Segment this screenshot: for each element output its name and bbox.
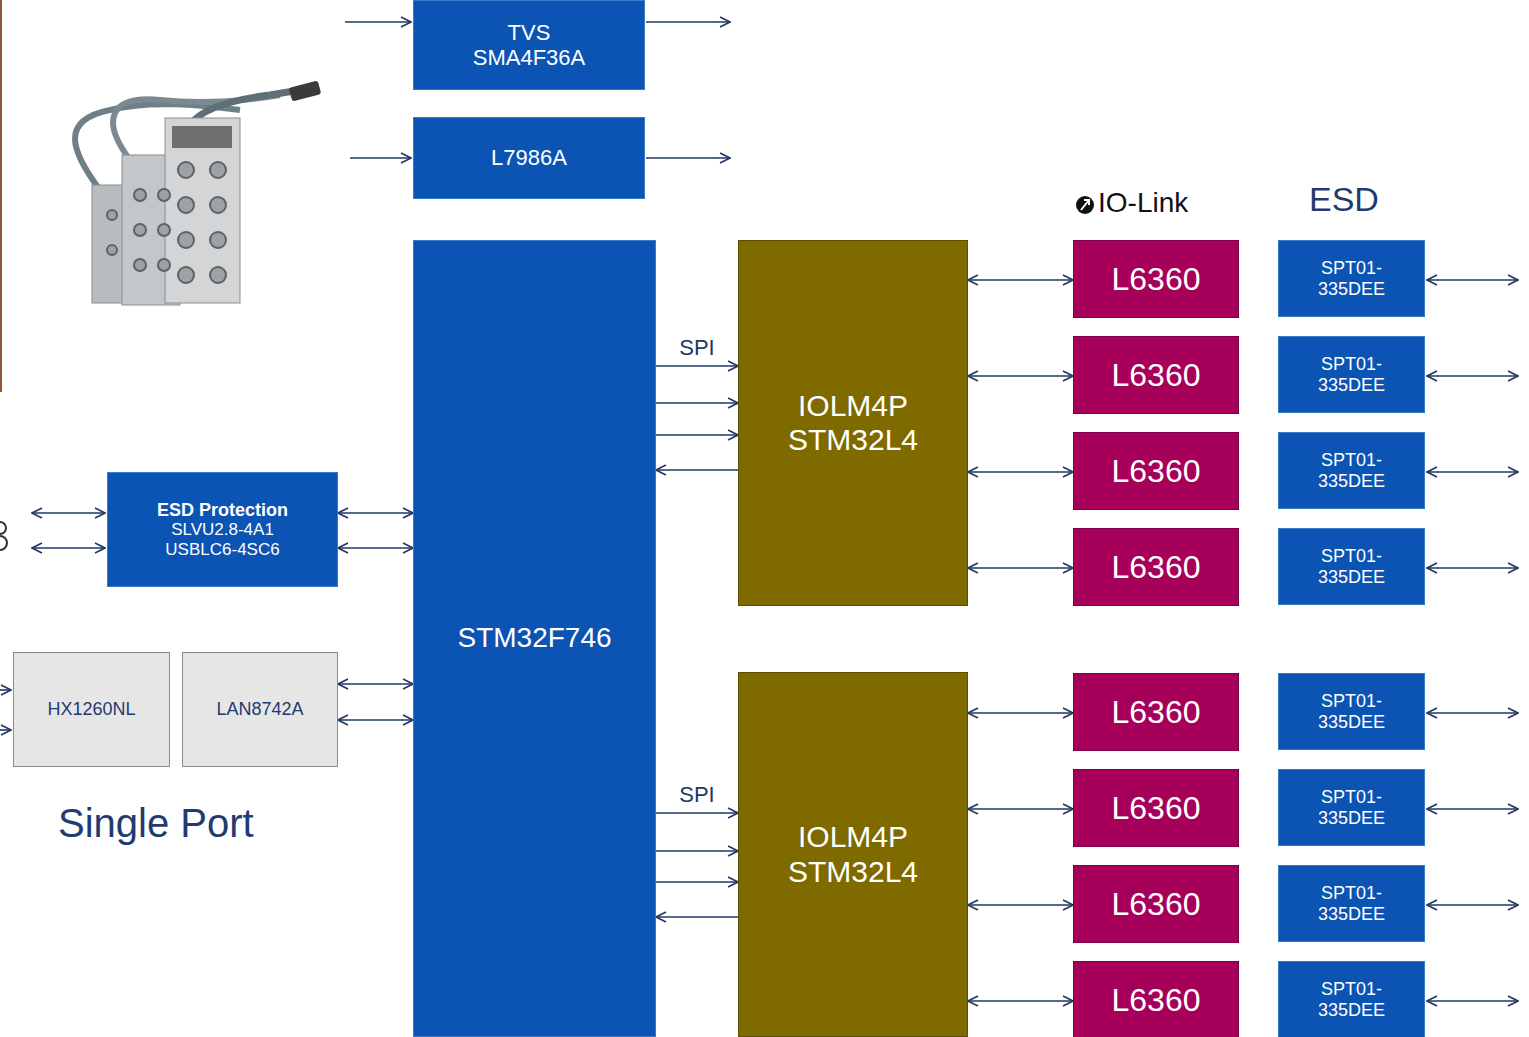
usb-arrow [32,547,105,549]
signal-arrow [338,547,413,549]
output-arrow [646,21,730,23]
esd-diode-box: SPT01-335DEE [1278,432,1425,509]
node-detail: USBLC6-4SC6 [165,540,279,560]
iolink-master-box: IOLM4P STM32L4 [738,672,968,1037]
signal-arrow [968,808,1073,810]
signal-arrow [968,279,1073,281]
usb-arrow [32,512,105,514]
logo-text: IO-Link [1098,187,1188,219]
signal-arrow [968,904,1073,906]
node-title: L6360 [1112,357,1201,394]
port-arrow [1427,279,1518,281]
transceiver-box: L6360 [1073,240,1239,318]
signal-arrow [656,469,738,471]
signal-arrow [968,471,1073,473]
node-title: SPT01-335DEE [1307,883,1397,924]
ethernet-arrow [0,689,11,691]
node-detail: SLVU2.8-4A1 [171,520,274,540]
device-photo [12,80,325,315]
column-heading: ESD [1309,180,1379,219]
caption-note: Single Port [58,800,254,846]
io-link-logo-icon [1076,196,1094,214]
node-title: ESD Protection [157,500,288,521]
transceiver-box: L6360 [1073,528,1239,606]
node-title: STM32F746 [457,622,611,654]
transceiver-box: L6360 [1073,865,1239,943]
node-title: L6360 [1112,261,1201,298]
node-title: SPT01-335DEE [1307,787,1397,828]
input-arrow [345,21,411,23]
signal-arrow [656,850,738,852]
signal-arrow [338,512,413,514]
port-arrow [1427,808,1518,810]
usb-symbol-part [0,522,7,550]
esd-diode-box: SPT01-335DEE [1278,528,1425,605]
node-title: SPT01-335DEE [1307,979,1397,1020]
port-arrow [1427,375,1518,377]
node-title: L7986A [491,145,567,170]
node-title: IOLM4P STM32L4 [766,389,941,458]
transceiver-box: L6360 [1073,673,1239,751]
mcu-box: STM32F746 [413,240,656,1037]
signal-arrow [338,683,413,685]
node-title: L6360 [1112,886,1201,923]
esd-diode-box: SPT01-335DEE [1278,865,1425,942]
input-arrow [350,157,411,159]
esd-diode-box: SPT01-335DEE [1278,240,1425,317]
transceiver-box: L6360 [1073,769,1239,847]
esd-protection-box: ESD ProtectionSLVU2.8-4A1USBLC6-4SC6 [107,472,338,587]
bus-label: SPI [677,335,716,360]
signal-arrow [656,365,738,367]
signal-arrow [656,402,738,404]
node-title: SPT01-335DEE [1307,691,1397,732]
node-title: SPT01-335DEE [1307,546,1397,587]
node-title: SPT01-335DEE [1307,450,1397,491]
ethernet-chip-box: HX1260NL [13,652,170,767]
signal-arrow [338,719,413,721]
esd-diode-box: SPT01-335DEE [1278,961,1425,1037]
port-arrow [1427,904,1518,906]
signal-arrow [656,881,738,883]
esd-diode-box: SPT01-335DEE [1278,673,1425,750]
signal-arrow [968,567,1073,569]
port-arrow [1427,567,1518,569]
transceiver-box: L6360 [1073,336,1239,414]
signal-arrow [656,812,738,814]
signal-arrow [968,375,1073,377]
node-title: IOLM4P STM32L4 [766,820,941,889]
esd-diode-box: SPT01-335DEE [1278,336,1425,413]
transceiver-box: L6360 [1073,432,1239,510]
node-title: SPT01-335DEE [1307,258,1397,299]
bus-label: SPI [677,782,716,807]
signal-arrow [968,1000,1073,1002]
signal-arrow [656,916,738,918]
port-arrow [1427,1000,1518,1002]
esd-diode-box: SPT01-335DEE [1278,769,1425,846]
node-title: L6360 [1112,790,1201,827]
signal-arrow [968,712,1073,714]
power-ic-box: TVS SMA4F36A [413,0,645,90]
node-title: L6360 [1112,694,1201,731]
node-title: L6360 [1112,982,1201,1019]
output-arrow [646,157,730,159]
node-title: L6360 [1112,549,1201,586]
node-title: L6360 [1112,453,1201,490]
ethernet-chip-box: LAN8742A [182,652,338,767]
node-title: HX1260NL [47,699,135,720]
node-title: SPT01-335DEE [1307,354,1397,395]
power-ic-box: L7986A [413,117,645,199]
node-title: TVS SMA4F36A [464,20,594,71]
port-arrow [1427,712,1518,714]
signal-arrow [656,434,738,436]
page-edge-line [0,0,2,392]
iolink-master-box: IOLM4P STM32L4 [738,240,968,606]
transceiver-box: L6360 [1073,961,1239,1037]
port-arrows [1427,280,1518,1001]
port-arrow [1427,471,1518,473]
node-title: LAN8742A [216,699,303,720]
ethernet-arrow [0,729,11,731]
